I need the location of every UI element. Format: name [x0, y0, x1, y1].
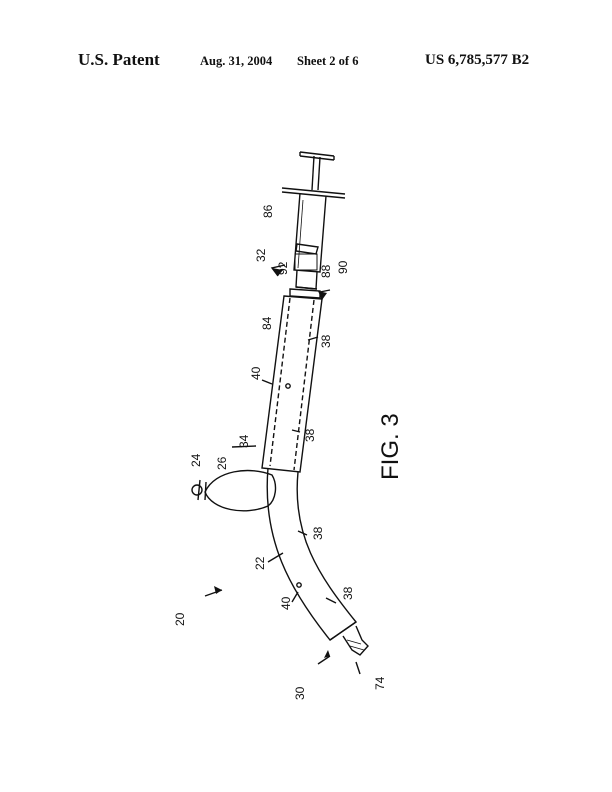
label-74: 74 [373, 676, 387, 690]
filter-88 [294, 253, 318, 271]
label-40-a: 40 [249, 366, 263, 380]
header-patent-number: US 6,785,577 B2 [425, 52, 530, 68]
tip-74 [342, 625, 369, 656]
label-34: 34 [237, 434, 251, 448]
label-38-c: 38 [311, 526, 325, 540]
label-38-a: 38 [319, 334, 333, 348]
label-38-d: 38 [341, 586, 355, 600]
label-30: 30 [293, 686, 307, 700]
label-92: 92 [276, 261, 290, 275]
label-20: 20 [173, 612, 187, 626]
label-32: 32 [254, 248, 268, 262]
label-38-b: 38 [303, 428, 317, 442]
figure-title: FIG. 3 [377, 413, 404, 480]
label-90: 90 [336, 260, 350, 274]
plunger-cap [299, 151, 335, 157]
plunger-rod [311, 155, 315, 191]
label-84: 84 [260, 316, 274, 330]
label-24: 24 [189, 453, 203, 467]
header-patent-label: U.S. Patent [78, 50, 160, 69]
syringe-barrel [293, 192, 327, 273]
label-22: 22 [253, 556, 267, 570]
label-86: 86 [261, 204, 275, 218]
bulb-26 [204, 469, 277, 512]
label-88: 88 [319, 264, 333, 278]
label-26: 26 [215, 456, 229, 470]
syringe-flange [281, 187, 346, 195]
header-sheet: Sheet 2 of 6 [297, 54, 359, 68]
label-40-b: 40 [279, 596, 293, 610]
outer-sleeve [261, 295, 323, 473]
header-date: Aug. 31, 2004 [200, 54, 273, 68]
